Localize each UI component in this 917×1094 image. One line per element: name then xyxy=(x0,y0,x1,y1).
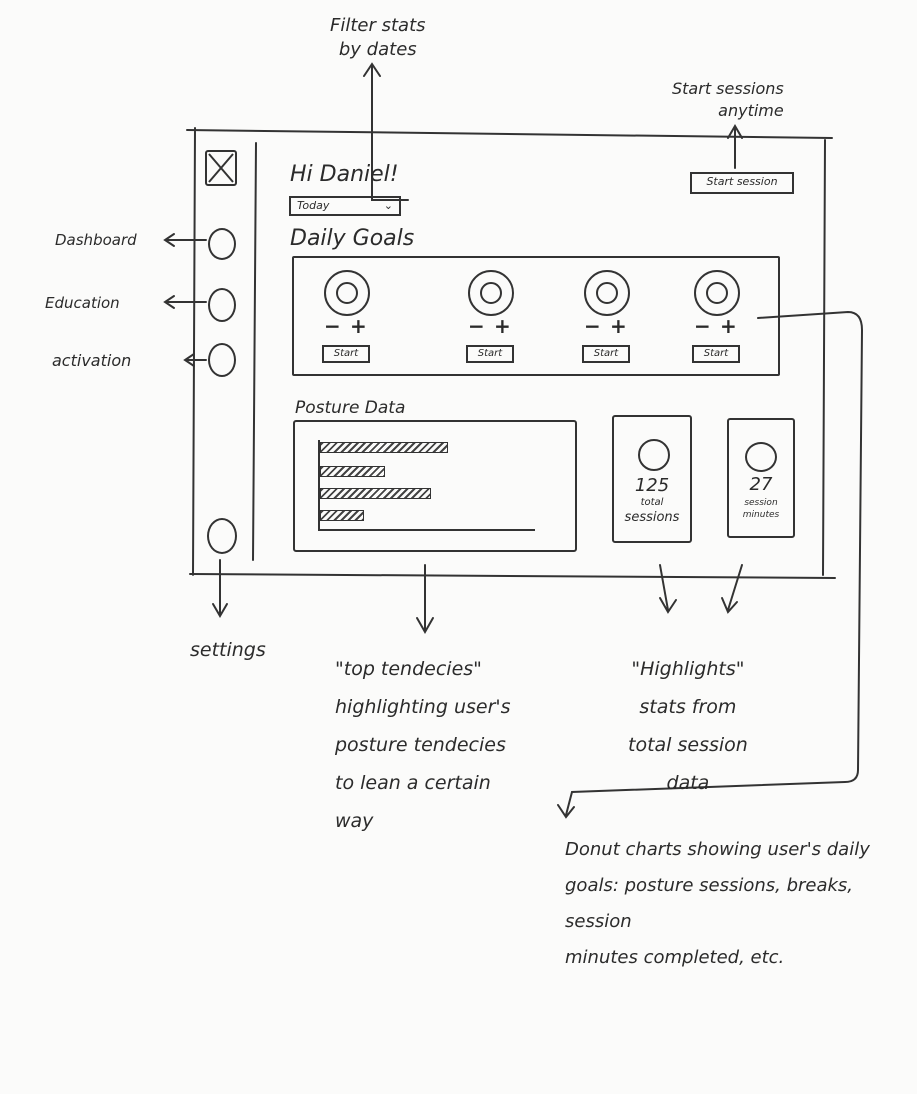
goal-item: − + Start xyxy=(322,270,372,366)
highlight-card-sessions: 125 total sessions xyxy=(612,415,692,543)
filter-annotation: Filter stats by dates xyxy=(330,14,426,62)
posture-bar xyxy=(320,510,364,521)
decrement-button[interactable]: − xyxy=(324,314,341,338)
activation-nav-icon[interactable] xyxy=(208,343,236,377)
date-filter-dropdown[interactable]: Today ⌄ xyxy=(289,196,401,216)
donut-hole xyxy=(480,282,502,304)
annotation-line: Filter stats xyxy=(330,15,426,36)
settings-annotation: settings xyxy=(190,639,266,661)
date-filter-value: Today xyxy=(297,199,330,212)
highlight-label: total xyxy=(640,497,664,508)
increment-button[interactable]: + xyxy=(720,314,737,338)
goal-start-button[interactable]: Start xyxy=(322,345,370,363)
goal-item: − + Start xyxy=(466,270,516,366)
settings-nav-icon[interactable] xyxy=(207,518,237,554)
dashboard-annotation: Dashboard xyxy=(55,231,137,249)
posture-bar xyxy=(320,442,448,453)
tendencies-annotation: "top tendecies" highlighting user's post… xyxy=(335,650,511,840)
highlight-label: session xyxy=(744,498,778,508)
annotation-line: data xyxy=(666,772,710,794)
donut-chart-icon xyxy=(584,270,630,316)
highlight-label: minutes xyxy=(742,510,780,520)
donut-chart-icon xyxy=(324,270,370,316)
decrement-button[interactable]: − xyxy=(468,314,485,338)
annotation-line: Donut charts showing user's daily xyxy=(565,839,870,860)
annotation-line: highlighting user's xyxy=(335,696,511,718)
goal-item: − + Start xyxy=(582,270,632,366)
highlight-icon xyxy=(745,442,777,472)
posture-data-chart xyxy=(293,420,577,552)
daily-goals-title: Daily Goals xyxy=(290,226,415,251)
chevron-down-icon: ⌄ xyxy=(383,199,393,212)
donut-annotation: Donut charts showing user's daily goals:… xyxy=(565,832,917,976)
goal-start-button[interactable]: Start xyxy=(582,345,630,363)
highlight-value: 27 xyxy=(749,474,773,495)
annotation-line: anytime xyxy=(718,101,784,120)
donut-hole xyxy=(706,282,728,304)
annotation-line: posture tendecies xyxy=(335,734,506,756)
activation-annotation: activation xyxy=(52,351,132,370)
annotation-line: "Highlights" xyxy=(631,658,745,680)
annotation-line: to lean a certain xyxy=(335,772,491,794)
donut-chart-icon xyxy=(468,270,514,316)
highlight-card-minutes: 27 session minutes xyxy=(727,418,795,538)
annotation-line: stats from xyxy=(639,696,737,718)
increment-button[interactable]: + xyxy=(610,314,627,338)
goal-start-button[interactable]: Start xyxy=(692,345,740,363)
dashboard-nav-icon[interactable] xyxy=(208,228,236,260)
posture-data-title: Posture Data xyxy=(295,398,406,418)
daily-goals-panel: − + Start − + Start − + Start − + Start xyxy=(292,256,780,376)
start-session-button[interactable]: Start session xyxy=(690,172,794,194)
goal-start-button[interactable]: Start xyxy=(466,345,514,363)
annotation-line: minutes completed, etc. xyxy=(565,947,785,968)
greeting: Hi Daniel! xyxy=(290,162,399,187)
annotation-line: total session xyxy=(628,734,748,756)
start-session-annotation: Start sessions anytime xyxy=(672,78,784,122)
annotation-line: way xyxy=(335,810,374,832)
logo-icon xyxy=(205,150,237,186)
chart-axes xyxy=(318,440,535,531)
annotation-line: Start sessions xyxy=(672,79,784,98)
highlights-annotation: "Highlights" stats from total session da… xyxy=(628,650,748,802)
donut-hole xyxy=(596,282,618,304)
annotation-line: by dates xyxy=(338,39,417,60)
education-nav-icon[interactable] xyxy=(208,288,236,322)
increment-button[interactable]: + xyxy=(350,314,367,338)
education-annotation: Education xyxy=(45,294,120,312)
highlight-icon xyxy=(638,439,670,471)
posture-bar xyxy=(320,488,431,499)
goal-item: − + Start xyxy=(692,270,742,366)
donut-hole xyxy=(336,282,358,304)
annotation-line: goals: posture sessions, breaks, session xyxy=(565,875,854,932)
donut-chart-icon xyxy=(694,270,740,316)
highlight-value: 125 xyxy=(634,475,670,496)
decrement-button[interactable]: − xyxy=(584,314,601,338)
annotation-line: "top tendecies" xyxy=(335,658,482,680)
posture-bar xyxy=(320,466,385,477)
highlight-label: sessions xyxy=(624,510,680,525)
increment-button[interactable]: + xyxy=(494,314,511,338)
decrement-button[interactable]: − xyxy=(694,314,711,338)
